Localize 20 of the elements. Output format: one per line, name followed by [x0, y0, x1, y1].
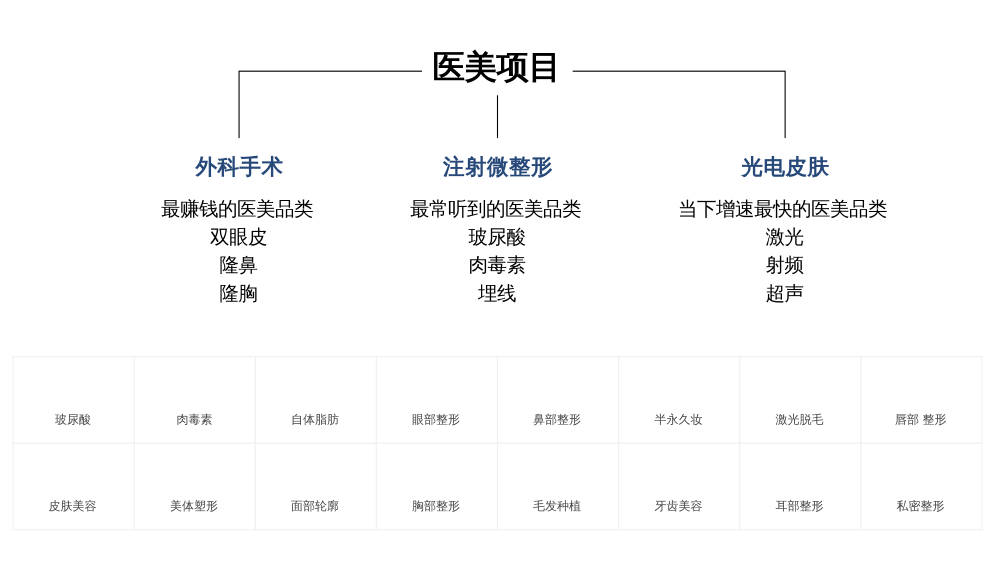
label: 毛发种植 [533, 498, 582, 513]
label: 眼部整形 [412, 412, 460, 426]
label: 唇部 整形 [894, 412, 947, 426]
label: 私密整形 [896, 498, 945, 513]
node-text: 光电皮肤 当下增速最快的医美品类 激光 射频 超声 [678, 154, 888, 305]
label: 牙齿美容 [654, 498, 702, 513]
node-text: 外科手术 最赚钱的医美品类 双眼皮 隆鼻 隆胸 [161, 154, 314, 305]
label: 面部轮廓 [290, 498, 339, 513]
label: 美体塑形 [170, 498, 218, 513]
label: 耳部整形 [775, 498, 824, 513]
label: 玻尿酸 [55, 412, 92, 426]
node-text: 注射微整形 最常听到的医美品类 玻尿酸 肉毒素 埋线 [410, 154, 581, 305]
node-text: 医美项目 [432, 48, 561, 86]
label: 激光脱毛 [775, 412, 824, 426]
label: 胸部整形 [412, 498, 460, 513]
label: 自体脂肪 [290, 412, 339, 426]
label: 半永久妆 [654, 412, 702, 426]
label: 皮肤美容 [48, 498, 97, 513]
label: 鼻部整形 [533, 412, 582, 426]
label: 肉毒素 [176, 412, 212, 426]
